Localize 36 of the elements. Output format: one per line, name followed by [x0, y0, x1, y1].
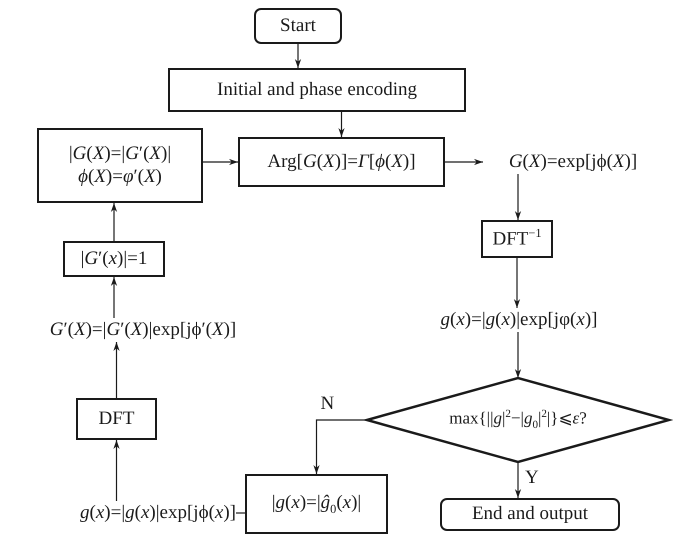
arrow	[445, 158, 483, 166]
process-box	[481, 220, 553, 258]
box-text: DFT$^{−1}$	[492, 226, 542, 252]
box-text: Start	[280, 14, 316, 38]
arrow	[338, 112, 345, 137]
arrow	[203, 158, 238, 166]
arrow	[110, 203, 118, 241]
terminal-box	[440, 498, 620, 531]
condition-text: max{||g|$^{2}$−|g$_{0}$|$^{2}$|}⩽ε?	[449, 408, 587, 432]
box-text: Initial and phase encoding	[217, 78, 417, 102]
box-text: DFT	[98, 408, 134, 430]
arrow	[514, 462, 522, 498]
process-box	[63, 241, 165, 277]
process-box	[245, 474, 388, 534]
arrow	[110, 277, 118, 318]
arrow	[514, 332, 522, 378]
arrow	[294, 44, 302, 68]
process-box	[238, 137, 445, 187]
formula-text: G′(X)=|G′(X)|exp[jϕ′(X)]	[50, 318, 236, 342]
arrow	[113, 440, 120, 501]
arrow	[514, 174, 522, 220]
box-text: |g(x)=|ĝ$_{0}$(x)|	[272, 492, 362, 516]
box-text: |G(X)=|G′(X)|	[68, 142, 172, 166]
arrow	[514, 258, 520, 308]
box-text: End and output	[472, 503, 588, 526]
terminal-box	[254, 8, 342, 44]
box-text: ϕ(X)=φ′(X)	[78, 166, 162, 188]
formula-text: g(x)=|g(x)|exp[jϕ(x)]	[80, 501, 236, 525]
process-box	[76, 398, 157, 440]
process-box	[37, 128, 203, 203]
formula-text: g(x)=|g(x)|exp[jφ(x)]	[440, 308, 598, 332]
box-text: Arg[G(X)]=Γ[ϕ(X)]	[267, 150, 416, 174]
arrow	[113, 342, 120, 398]
process-box	[168, 68, 466, 112]
box-text: |G′(x)|=1	[80, 248, 148, 270]
formula-text: G(X)=exp[jϕ(X)]	[508, 150, 638, 174]
